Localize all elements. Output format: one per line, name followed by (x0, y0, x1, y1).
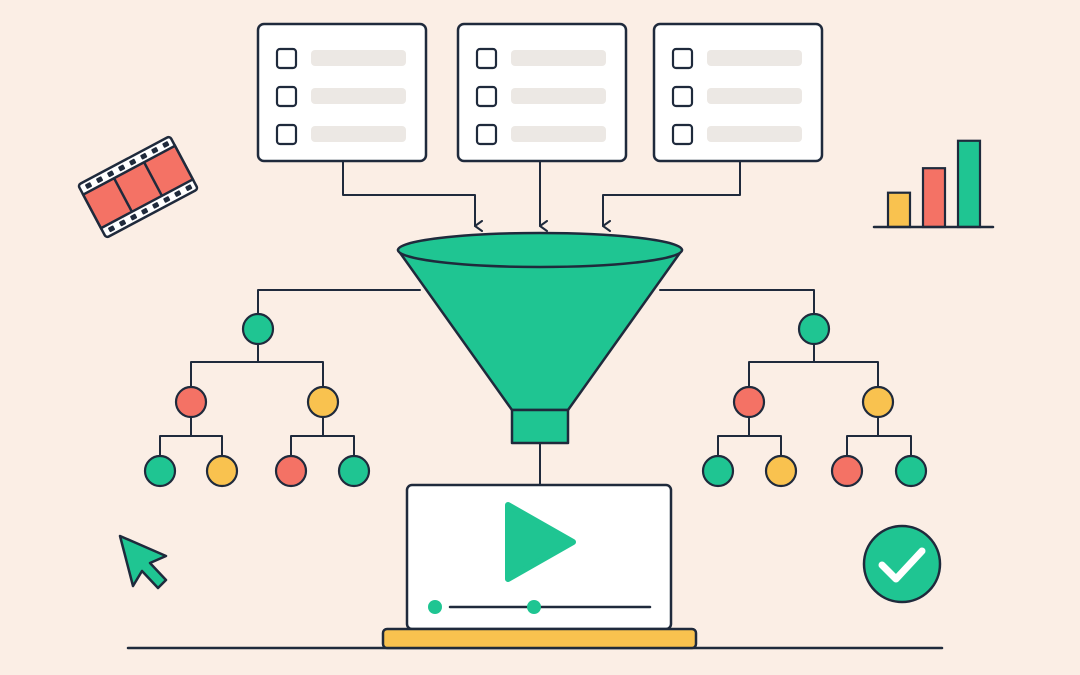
tree-node (797, 312, 831, 346)
checkbox[interactable] (475, 85, 498, 108)
checklist-cards (256, 22, 824, 163)
bar-chart-icon-bar (956, 139, 982, 229)
checkbox[interactable] (275, 85, 298, 108)
bar-chart-icon-bar (886, 191, 912, 229)
checkbox[interactable] (475, 123, 498, 146)
tree-node (764, 454, 798, 488)
bar-chart-icon-bar (921, 167, 947, 229)
tree-node (143, 454, 177, 488)
checkbox[interactable] (671, 47, 694, 70)
cursor-arrow-icon (118, 534, 168, 590)
placeholder-text-bar (707, 50, 802, 66)
placeholder-text-bar (511, 126, 606, 142)
input-arrows (342, 161, 741, 232)
connector-right (659, 289, 815, 315)
tree-connectors (257, 289, 815, 315)
connector-left (257, 289, 421, 315)
tree-node (274, 454, 308, 488)
checklist-card (256, 22, 428, 163)
checklist-card (456, 22, 628, 163)
film-strip-icon (77, 135, 199, 239)
tree-left (143, 312, 371, 488)
video-player[interactable] (381, 483, 698, 650)
placeholder-text-bar (311, 88, 406, 104)
tree-node (174, 385, 208, 419)
arrow-right (602, 161, 741, 232)
funnel-rim (396, 231, 684, 269)
funnel-cone (396, 248, 684, 412)
progress-start-dot (428, 600, 442, 614)
tree-node (830, 454, 864, 488)
tree-node (337, 454, 371, 488)
checkbox[interactable] (671, 123, 694, 146)
checkbox[interactable] (275, 123, 298, 146)
checklist-card (652, 22, 824, 163)
checkbox[interactable] (475, 47, 498, 70)
laptop-base (381, 627, 698, 650)
progress-handle[interactable] (527, 600, 541, 614)
checkbox[interactable] (275, 47, 298, 70)
play-icon[interactable] (505, 502, 576, 582)
tree-right (701, 312, 928, 488)
placeholder-text-bar (311, 126, 406, 142)
tree-node (732, 385, 766, 419)
bar-chart-icon (872, 139, 995, 229)
placeholder-text-bar (511, 88, 606, 104)
arrow-left (342, 161, 483, 232)
tree-node (861, 385, 895, 419)
tree-node (306, 385, 340, 419)
tree-node (241, 312, 275, 346)
hierarchy-trees (143, 312, 928, 488)
funnel-icon (396, 231, 684, 445)
tree-node (205, 454, 239, 488)
funnel-spout (510, 408, 570, 445)
placeholder-text-bar (511, 50, 606, 66)
placeholder-text-bar (707, 88, 802, 104)
placeholder-text-bar (311, 50, 406, 66)
checkmark-circle-icon (862, 524, 942, 604)
tree-node (701, 454, 735, 488)
placeholder-text-bar (707, 126, 802, 142)
checkbox[interactable] (671, 85, 694, 108)
tree-node (894, 454, 928, 488)
